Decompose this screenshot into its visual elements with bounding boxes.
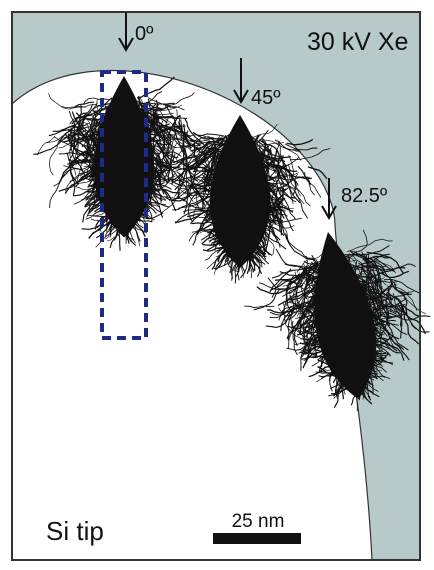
beam-label: 30 kV Xe bbox=[307, 28, 408, 56]
angle-label-45: 45º bbox=[251, 87, 281, 109]
sample-label: Si tip bbox=[46, 516, 104, 546]
angle-label-0: 0º bbox=[135, 23, 154, 45]
angle-label-82-5: 82.5º bbox=[341, 185, 388, 207]
scale-bar bbox=[213, 533, 301, 544]
scale-bar-label: 25 nm bbox=[232, 511, 285, 532]
